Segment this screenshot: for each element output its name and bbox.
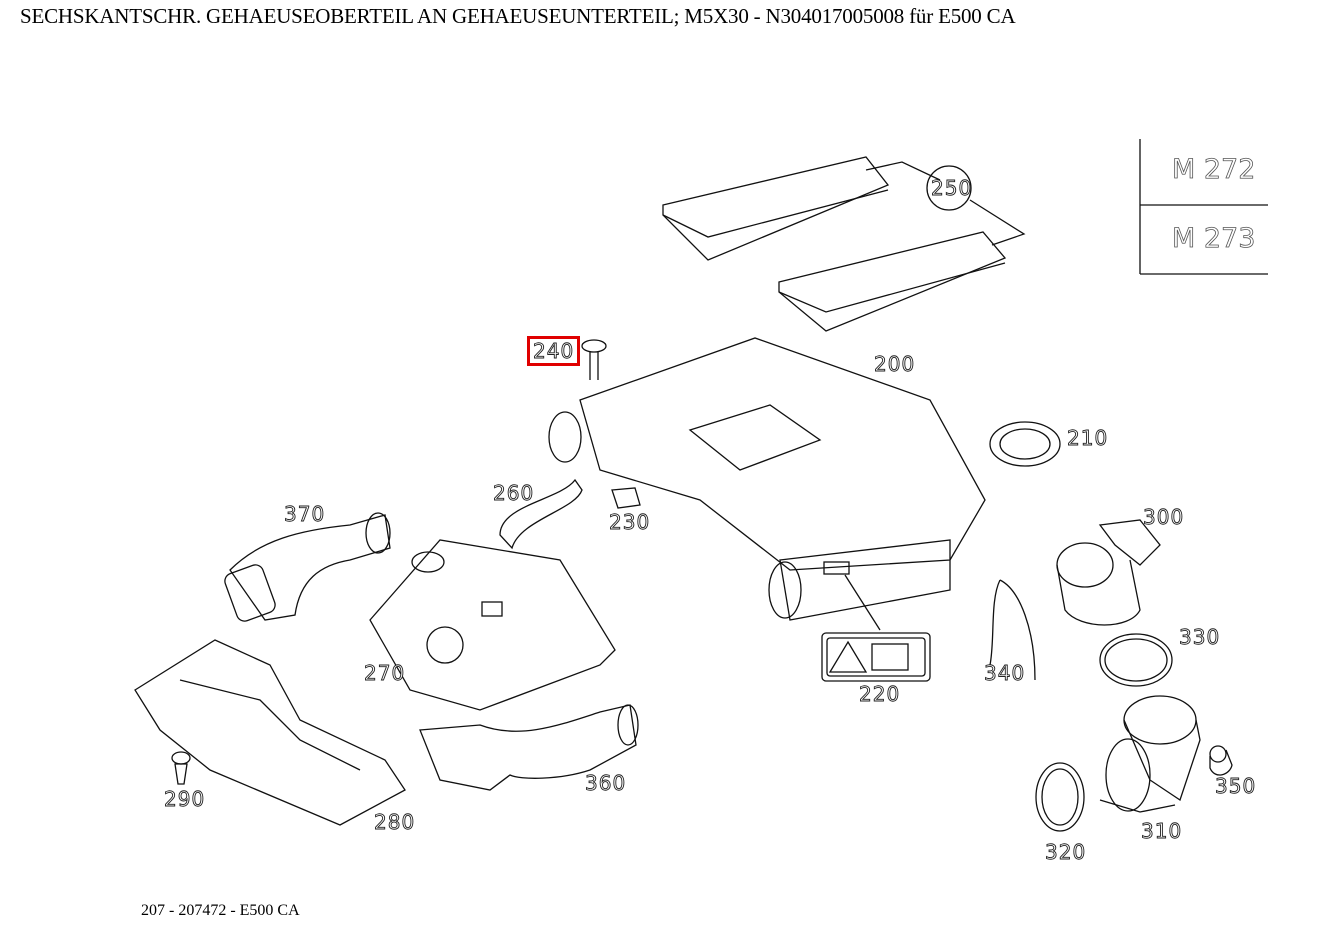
part-label-220[interactable]: 220 bbox=[859, 682, 901, 706]
part-label-370[interactable]: 370 bbox=[284, 502, 326, 526]
engine-variant-table bbox=[1139, 139, 1268, 275]
part-label-280[interactable]: 280 bbox=[374, 810, 416, 834]
part-label-270[interactable]: 270 bbox=[364, 661, 406, 685]
part-label-260[interactable]: 260 bbox=[493, 481, 535, 505]
hose-260 bbox=[499, 478, 583, 550]
part-label-340[interactable]: 340 bbox=[984, 661, 1026, 685]
screw-240 bbox=[581, 339, 607, 380]
air-duct-360 bbox=[419, 704, 639, 791]
part-label-350[interactable]: 350 bbox=[1215, 774, 1257, 798]
engine-variant-m272: M 272 bbox=[1172, 154, 1256, 186]
clip-230 bbox=[611, 487, 641, 509]
sleeve-350 bbox=[1209, 745, 1233, 776]
part-label-250[interactable]: 250 bbox=[931, 176, 973, 200]
engine-cover-270 bbox=[369, 539, 616, 711]
part-label-200[interactable]: 200 bbox=[874, 352, 916, 376]
air-filter-250 bbox=[662, 156, 1026, 332]
hose-clamp-330 bbox=[1099, 633, 1173, 687]
engine-variant-m273: M 273 bbox=[1172, 223, 1256, 255]
page-title: SECHSKANTSCHR. GEHAEUSEOBERTEIL AN GEHAE… bbox=[20, 4, 1016, 28]
part-label-360[interactable]: 360 bbox=[585, 771, 627, 795]
part-label-210[interactable]: 210 bbox=[1067, 426, 1109, 450]
air-duct-370 bbox=[224, 512, 391, 622]
part-label-240-highlighted[interactable]: 240 bbox=[526, 336, 581, 366]
intake-pipe-310 bbox=[1099, 695, 1201, 813]
part-label-230[interactable]: 230 bbox=[609, 510, 651, 534]
gasket-340 bbox=[989, 579, 1036, 681]
heat-shield-280 bbox=[134, 639, 406, 826]
part-label-300[interactable]: 300 bbox=[1143, 505, 1185, 529]
seal-320 bbox=[1035, 762, 1085, 832]
part-label-310[interactable]: 310 bbox=[1141, 819, 1183, 843]
diagram-reference: 207 - 207472 - E500 CA bbox=[141, 902, 300, 919]
clip-290 bbox=[171, 751, 191, 785]
air-filter-housing-200 bbox=[548, 337, 986, 631]
air-mass-sensor-300 bbox=[1056, 519, 1161, 626]
part-label-320[interactable]: 320 bbox=[1045, 840, 1087, 864]
part-label-290[interactable]: 290 bbox=[164, 787, 206, 811]
seal-ring-210 bbox=[989, 421, 1061, 467]
warning-label-220 bbox=[821, 632, 931, 682]
part-label-330[interactable]: 330 bbox=[1179, 625, 1221, 649]
